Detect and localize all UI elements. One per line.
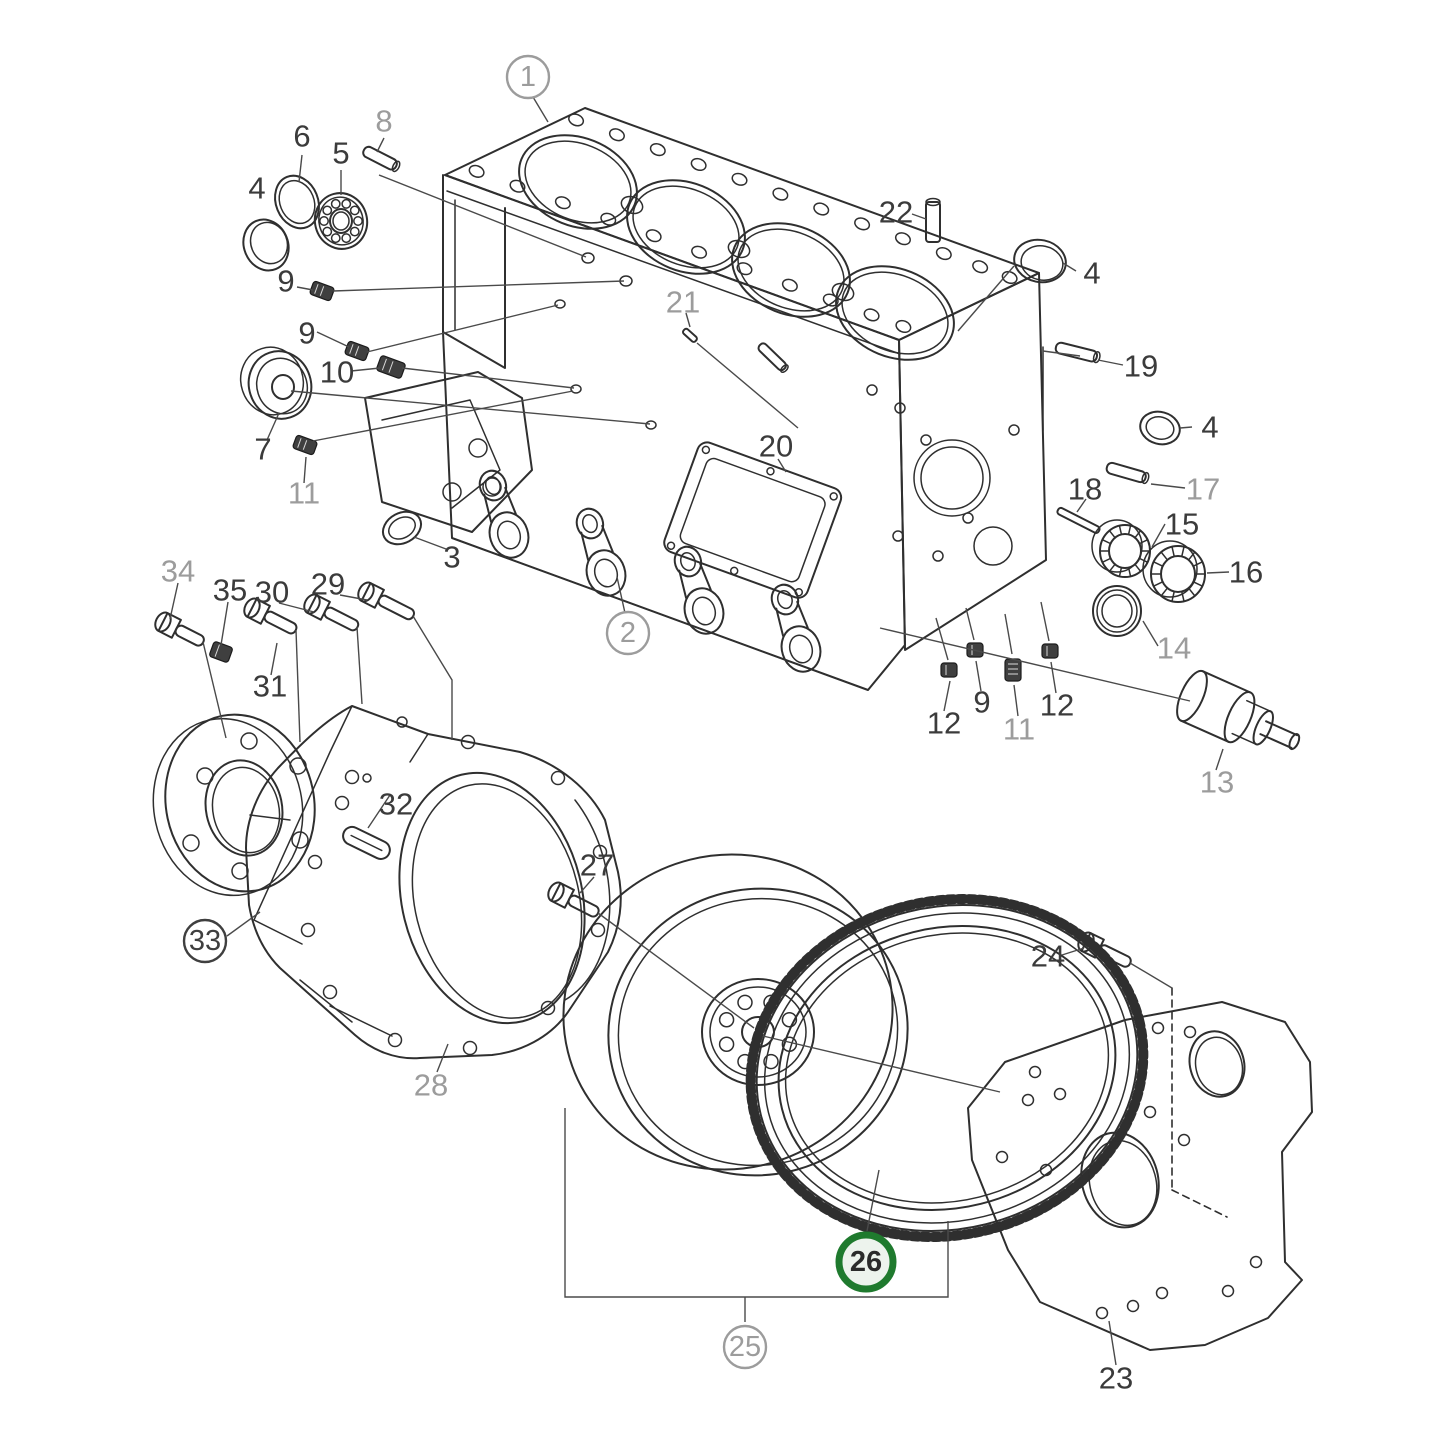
part-label-29-29: 29 <box>311 567 345 602</box>
pin-21 <box>682 327 698 343</box>
nut-35 <box>209 641 233 663</box>
part-label-35-27: 35 <box>213 573 247 608</box>
head-bolt-holes <box>468 113 1018 334</box>
right-parts <box>925 197 1301 751</box>
part-label-12-21: 12 <box>927 706 961 741</box>
part-label-4-15: 4 <box>1201 410 1218 445</box>
part-label-22-12: 22 <box>879 195 913 230</box>
crank-pulley-7 <box>239 346 313 420</box>
part-label-12-24: 12 <box>1040 688 1074 723</box>
part-label-15-18: 15 <box>1165 507 1199 542</box>
part-label-17-16: 17 <box>1186 472 1220 507</box>
callout-33[interactable]: 33 <box>182 918 228 964</box>
sealing-ring-6 <box>274 174 320 230</box>
bell-housing-28 <box>245 705 622 1060</box>
cup-plug-4-top-right <box>1013 238 1067 284</box>
callout-26[interactable]: 26 <box>835 1231 897 1293</box>
part-label-9-4: 9 <box>277 264 294 299</box>
bolt-27 <box>547 881 600 918</box>
stud-32 <box>342 825 391 860</box>
part-label-4-3: 4 <box>248 171 265 206</box>
part-label-32-31: 32 <box>379 787 413 822</box>
cup-plug-4-left <box>242 218 290 272</box>
needle-bearing-15 <box>1091 519 1151 578</box>
ball-bearing-5 <box>313 192 369 250</box>
cup-plug-4-right <box>1139 410 1181 446</box>
engine-block <box>364 107 1047 691</box>
bolt-29 <box>357 581 415 621</box>
svg-text:1: 1 <box>520 61 536 93</box>
sensor-13 <box>1176 669 1301 751</box>
part-label-11-23: 11 <box>1003 712 1035 747</box>
dowel-pin-8 <box>362 145 401 173</box>
part-label-23-35: 23 <box>1099 1361 1133 1396</box>
part-label-30-28: 30 <box>255 575 289 610</box>
lower-left-parts <box>152 581 622 1060</box>
part-label-14-20: 14 <box>1157 631 1191 666</box>
dowel-pin-19 <box>1054 341 1101 364</box>
callout-25[interactable]: 25 <box>722 1324 768 1370</box>
cylinder-bores <box>518 134 955 361</box>
part-label-16-19: 16 <box>1229 555 1263 590</box>
dowel-pin-18 <box>1056 506 1101 534</box>
part-label-28-32: 28 <box>414 1068 448 1103</box>
part-label-11-8: 11 <box>288 476 320 511</box>
part-label-10-6: 10 <box>320 355 354 390</box>
part-label-6-0: 6 <box>293 119 310 154</box>
flywheel-group <box>547 853 1313 1351</box>
svg-text:26: 26 <box>850 1246 882 1278</box>
seal-ring-14 <box>1092 585 1142 637</box>
adapter-ring-33 <box>152 713 316 897</box>
side-cover-opening <box>663 441 843 599</box>
connecting-rods <box>478 469 822 673</box>
svg-text:25: 25 <box>729 1331 761 1363</box>
part-label-3-9: 3 <box>443 540 460 575</box>
left-parts <box>239 145 423 546</box>
bolt-34 <box>154 611 205 647</box>
oil-nozzle-pin <box>757 342 789 374</box>
dowel-pin-17 <box>1105 461 1150 485</box>
leader-lines <box>169 96 1230 1366</box>
needle-bearing-16 <box>1142 540 1206 603</box>
backplate-23 <box>967 987 1313 1351</box>
part-label-21-10: 21 <box>666 285 700 320</box>
part-label-18-17: 18 <box>1068 472 1102 507</box>
bolt-24 <box>1077 931 1132 968</box>
part-label-34-26: 34 <box>161 554 195 589</box>
part-label-7-7: 7 <box>254 432 271 467</box>
svg-text:2: 2 <box>620 617 636 649</box>
seal-ring-3 <box>381 510 423 546</box>
callout-2[interactable]: 2 <box>605 610 651 656</box>
dowel-pin-22 <box>925 197 941 243</box>
part-label-13-25: 13 <box>1200 765 1234 800</box>
part-label-8-2: 8 <box>375 104 392 139</box>
part-label-5-1: 5 <box>332 136 349 171</box>
part-label-9-22: 9 <box>973 685 990 720</box>
part-label-31-30: 31 <box>253 669 287 704</box>
part-label-4-13: 4 <box>1083 256 1100 291</box>
mount-bracket <box>364 371 533 533</box>
part-label-24-34: 24 <box>1031 939 1065 974</box>
threaded-plugs <box>292 280 1059 682</box>
svg-text:33: 33 <box>189 925 221 957</box>
ring-gear-26 <box>745 894 1149 1242</box>
part-label-20-11: 20 <box>759 429 793 464</box>
callout-1[interactable]: 1 <box>505 54 551 100</box>
flywheel <box>562 853 909 1177</box>
part-label-19-14: 19 <box>1124 349 1158 384</box>
part-label-27-33: 27 <box>580 848 614 883</box>
part-label-9-5: 9 <box>298 316 315 351</box>
